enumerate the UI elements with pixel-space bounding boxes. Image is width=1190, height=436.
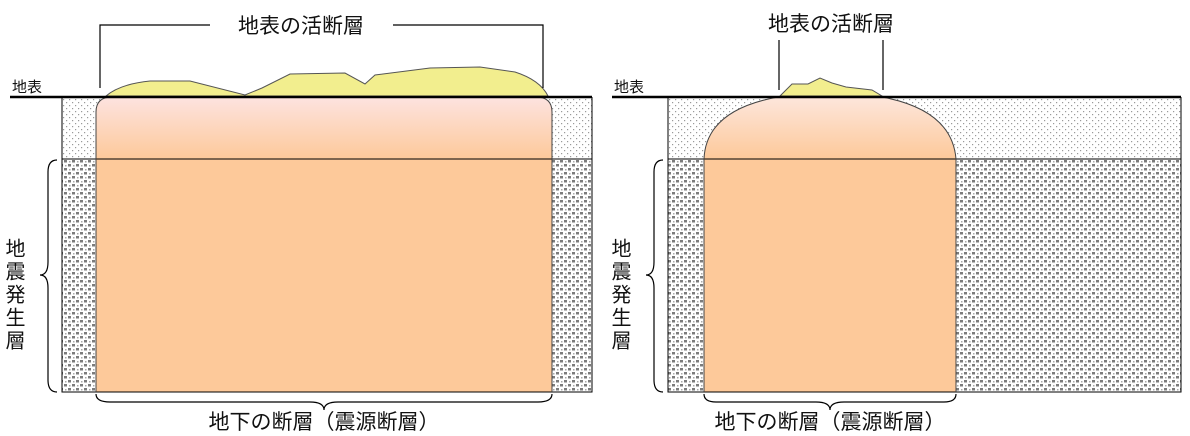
left-seismogenic-label: 地震発生層 [2, 238, 26, 353]
left-fault-upper [96, 97, 552, 159]
right-active-fault-label: 地表の活断層 [768, 12, 894, 36]
left-panel: 地表 地表の活断層 地下の断層（震源断層） 地震発生層 [2, 14, 593, 434]
left-surface-label: 地表 [12, 78, 42, 96]
left-subsurface-fault-label: 地下の断層（震源断層） [209, 410, 440, 434]
left-seismogenic-brace [39, 159, 58, 393]
right-seismogenic-label: 地震発生層 [608, 238, 632, 353]
right-active-fault-bracket [778, 40, 884, 90]
right-subsurface-fault-label: 地下の断層（震源断層） [715, 410, 946, 434]
left-active-fault-label: 地表の活断層 [238, 14, 364, 38]
right-fault-dome [704, 97, 956, 159]
left-surface-scarp [104, 66, 549, 97]
right-fault-lower [704, 159, 956, 392]
left-subsurface-brace [95, 393, 553, 411]
left-fault-lower [96, 159, 552, 392]
right-surface-label: 地表 [614, 78, 644, 96]
right-panel: 地表 地表の活断層 地下の断層（震源断層） 地震発生層 [608, 12, 1182, 434]
left-active-fault-bracket [99, 24, 544, 88]
right-surface-scarp [778, 77, 884, 97]
right-seismogenic-brace [645, 159, 664, 393]
right-subsurface-brace [703, 393, 957, 411]
